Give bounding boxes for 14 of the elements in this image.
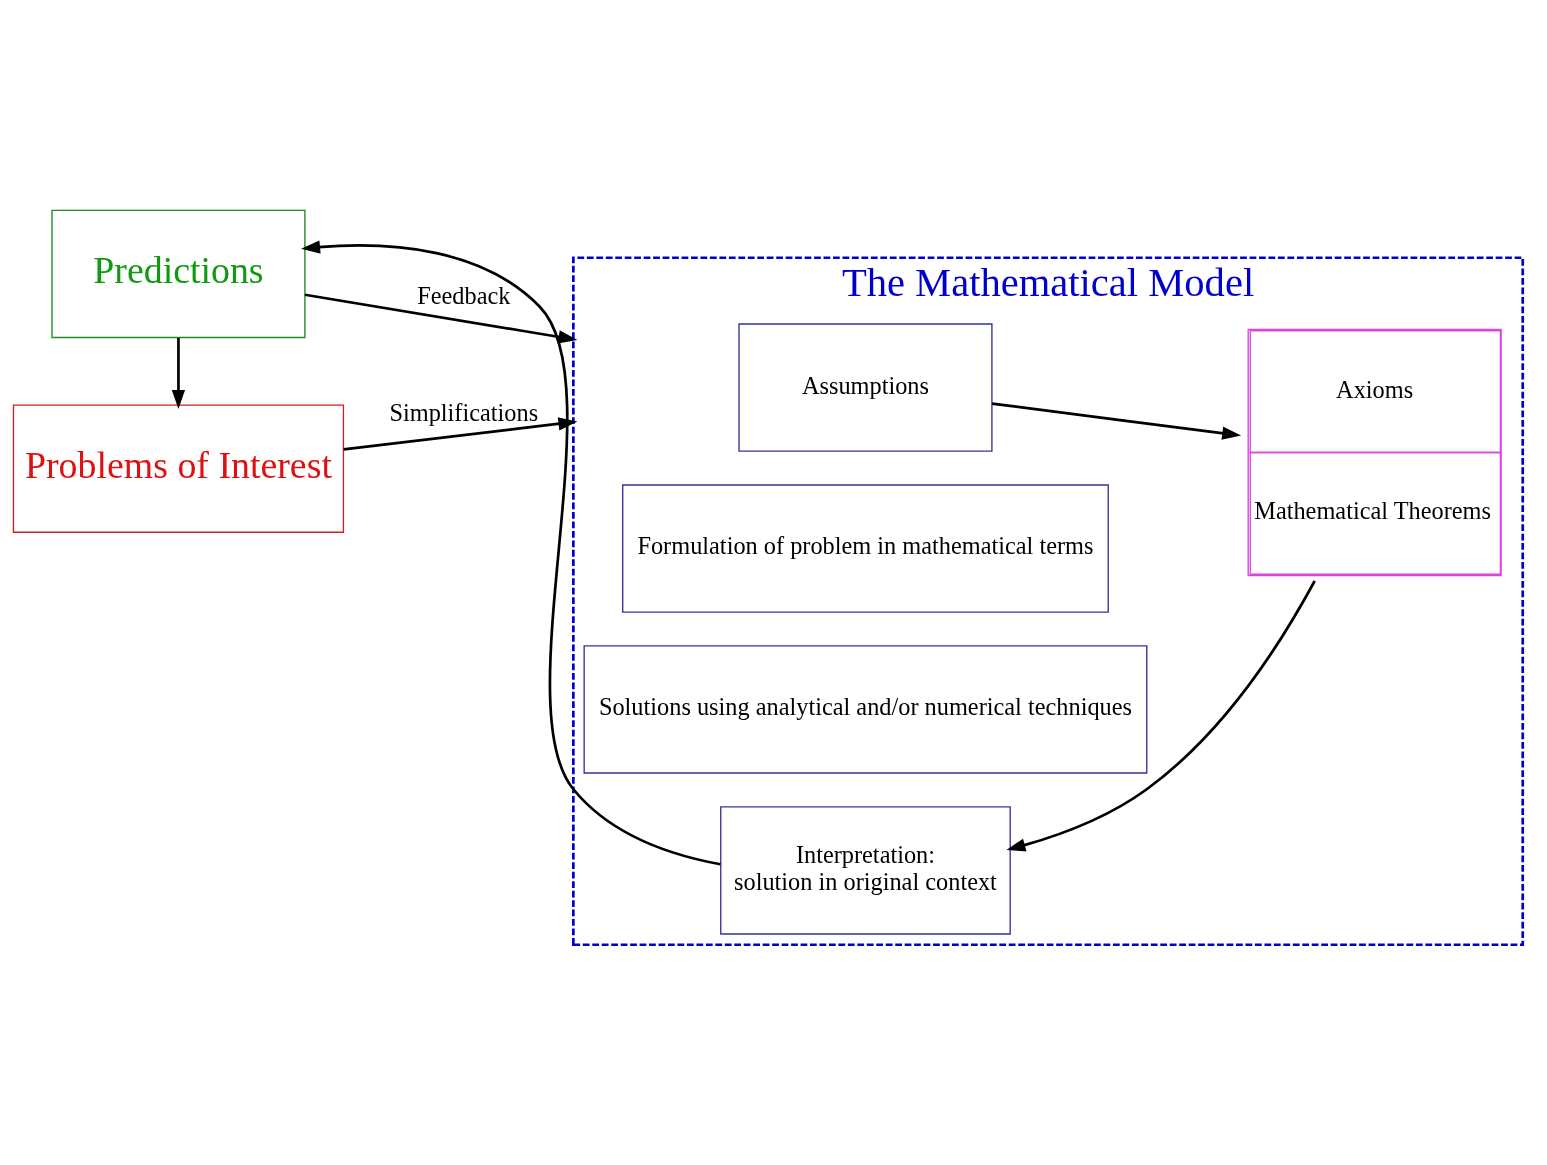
node-box: Predictions	[51, 209, 306, 338]
arrow	[1006, 579, 1316, 851]
node-box: Problems of Interest	[12, 404, 345, 533]
edge-label: Feedback	[417, 281, 511, 309]
arrow	[301, 239, 721, 866]
node-box: Formulation of problem in mathematical terms	[622, 483, 1109, 613]
arrow	[343, 416, 578, 451]
arrow	[171, 337, 186, 409]
arrow	[991, 401, 1242, 440]
arrow	[304, 292, 578, 343]
edge-label: Simplifications	[389, 398, 539, 426]
node-box: Interpretation: solution in original context	[720, 805, 1011, 935]
node-box: Assumptions	[738, 322, 993, 452]
node-box: Solutions using analytical and/or numerical techniques	[583, 644, 1148, 774]
